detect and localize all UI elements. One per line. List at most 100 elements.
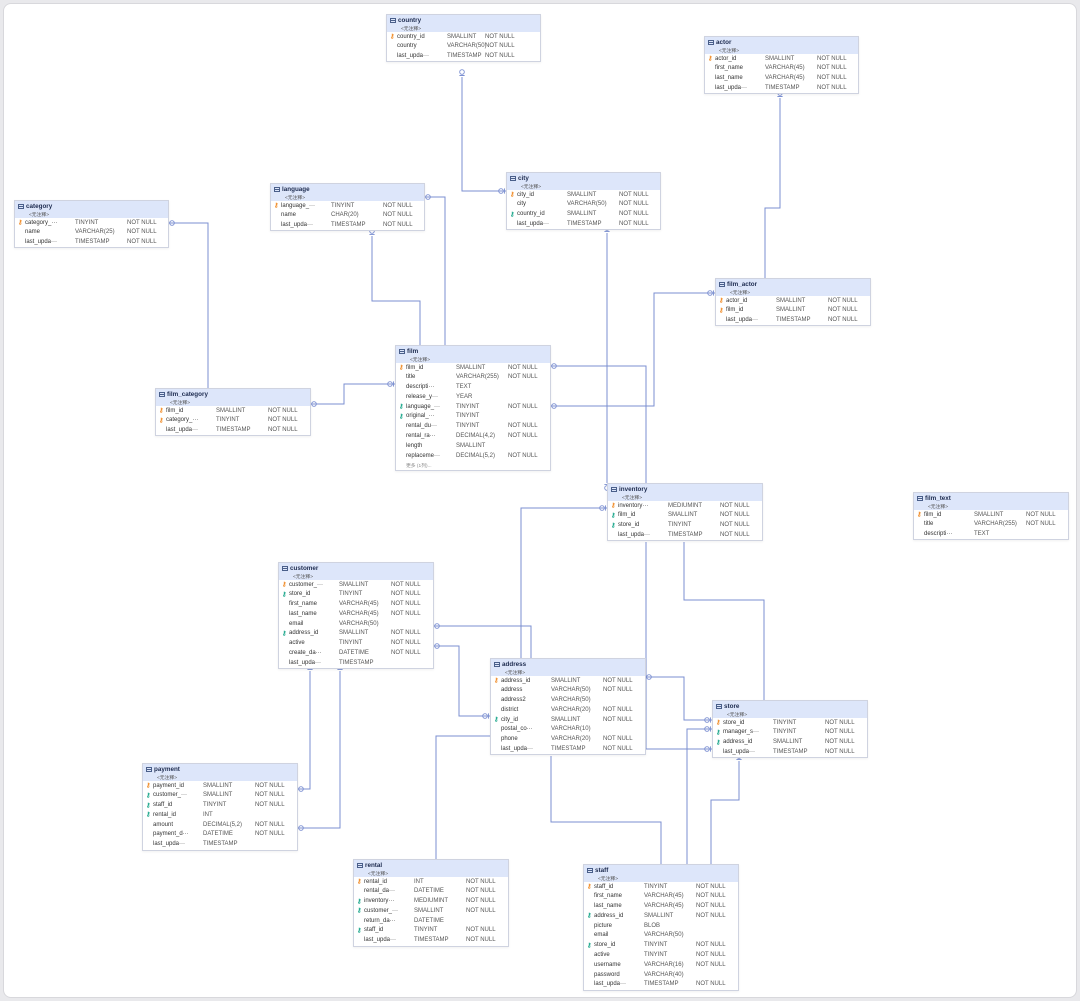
relation-staff-to-store[interactable]: [643, 534, 712, 752]
relation-film-to-language[interactable]: [423, 194, 448, 353]
column-row[interactable]: ⚷original_···TINYINT: [396, 412, 550, 422]
relation-store-to-staff[interactable]: [432, 643, 490, 719]
relation-rental-to-staff[interactable]: [296, 663, 343, 831]
table-header[interactable]: inventory<无注释>: [608, 484, 762, 501]
relation-address-to-city[interactable]: [604, 225, 610, 491]
relation-customer-to-store[interactable]: [518, 505, 607, 666]
table-header[interactable]: category<无注释>: [15, 201, 168, 218]
relation-inventory-to-film[interactable]: [369, 228, 423, 353]
table-header[interactable]: country<无注释>: [387, 15, 540, 32]
table-header[interactable]: city<无注释>: [507, 173, 660, 190]
column-row[interactable]: descripti···TEXT: [396, 383, 550, 393]
relation-rental-to-customer[interactable]: [296, 663, 313, 792]
relation-payment-to-staff[interactable]: [548, 748, 664, 872]
column-row[interactable]: descripti···TEXT: [914, 530, 1068, 540]
table-header[interactable]: store<无注释>: [713, 701, 867, 718]
column-row[interactable]: release_y···YEAR: [396, 392, 550, 402]
relation-city-to-country[interactable]: [459, 69, 506, 194]
table-header[interactable]: rental<无注释>: [354, 860, 508, 877]
table-header[interactable]: film_category<无注释>: [156, 389, 310, 406]
relation-payment-to-customer[interactable]: [684, 726, 712, 872]
relation-payment-to-rental[interactable]: [708, 753, 742, 872]
table-header[interactable]: address<无注释>: [491, 659, 645, 676]
relation-film-category-to-film[interactable]: [309, 381, 395, 407]
column-row[interactable]: postal_co···VARCHAR(10): [491, 725, 645, 735]
relation-film-category-to-category[interactable]: [167, 220, 211, 396]
relation-film-actor-to-actor[interactable]: [762, 90, 783, 286]
column-row[interactable]: last_upda···TIMESTAMP: [143, 840, 297, 850]
table-header[interactable]: staff<无注释>: [584, 865, 738, 882]
table-header[interactable]: language<无注释>: [271, 184, 424, 201]
column-row[interactable]: replaceme···DECIMAL(5,2)NOT NULL: [396, 451, 550, 461]
relation-film-actor-to-film[interactable]: [549, 290, 715, 409]
table-header[interactable]: actor<无注释>: [705, 37, 858, 54]
